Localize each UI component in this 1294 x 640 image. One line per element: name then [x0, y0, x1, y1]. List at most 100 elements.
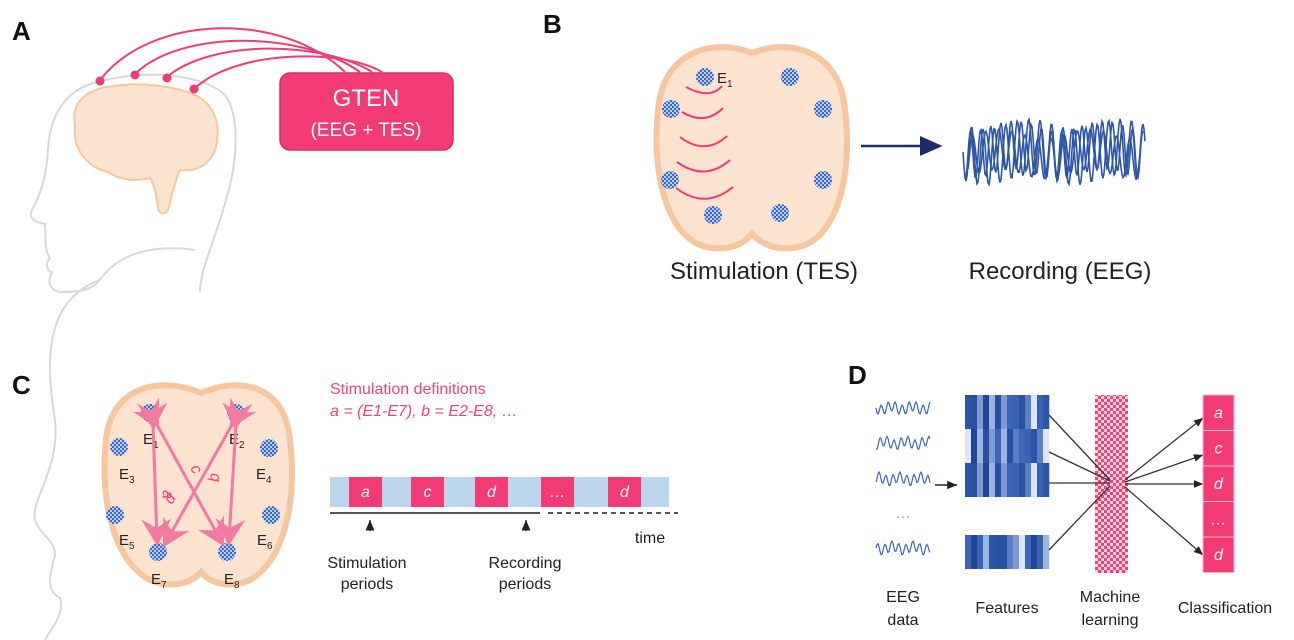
feature-cell — [989, 395, 996, 429]
arrow-e2-e8 — [215, 402, 253, 546]
timeline-cell-label: c — [424, 484, 432, 501]
feature-cell — [965, 395, 972, 429]
feature-cell — [1007, 395, 1014, 429]
electrode-b — [661, 171, 679, 189]
timeline-cell-box — [411, 477, 444, 507]
gten-box — [279, 72, 454, 151]
feature-cell — [1031, 429, 1038, 463]
panel-a-label: A — [12, 16, 31, 46]
feature-cell — [971, 395, 978, 429]
electrode-label-e1: E1 — [717, 70, 733, 90]
brain-top-view-b — [653, 44, 850, 252]
feature-cell — [1037, 535, 1044, 569]
feature-cell — [1031, 463, 1038, 497]
panel-b-label: B — [543, 9, 562, 39]
eeg-snippet — [875, 539, 931, 556]
connection-line — [1048, 414, 1111, 481]
class-cell-label: c — [1215, 441, 1223, 458]
wave-arc — [681, 107, 724, 119]
connection-line — [1124, 486, 1204, 556]
eeg-snippet — [875, 470, 931, 487]
feature-cell — [1037, 429, 1044, 463]
feature-cell — [1031, 395, 1038, 429]
feature-cell — [1001, 463, 1008, 497]
electrode-e8 — [218, 543, 236, 561]
stim-periods-label-1: Stimulation — [327, 555, 406, 572]
electrode-e5 — [106, 506, 124, 524]
feature-cell — [983, 535, 990, 569]
panel-d-label: D — [848, 360, 867, 390]
feature-cell — [977, 463, 984, 497]
feature-cell — [1043, 429, 1050, 463]
feature-cell — [1007, 535, 1014, 569]
head-profile — [29, 81, 101, 294]
electrode-b — [781, 68, 799, 86]
wave-arc — [685, 85, 723, 95]
electrode-dot — [189, 84, 199, 94]
electrode-label: E3 — [119, 466, 135, 486]
electrode-e7 — [149, 543, 167, 561]
feature-cell — [971, 463, 978, 497]
electrodes-b — [661, 68, 832, 224]
class-cell-label: d — [1214, 547, 1224, 564]
rec-periods-label-1: Recording — [489, 555, 562, 572]
stim-periods-label-2: periods — [341, 576, 393, 593]
wave-arc — [679, 135, 728, 148]
electrode-b — [814, 100, 832, 118]
panel-a: A GTEN (EEG + TES) — [12, 16, 454, 640]
feature-cell — [977, 429, 984, 463]
feature-cell — [1043, 535, 1050, 569]
class-cell-box — [1202, 536, 1235, 573]
class-cell: a — [1202, 394, 1235, 431]
feature-cell — [1001, 535, 1008, 569]
feature-cell — [995, 395, 1002, 429]
electrode-label: E7 — [151, 571, 167, 591]
class-cell-label: a — [1214, 405, 1223, 422]
class-cell-box — [1202, 394, 1235, 431]
wave-arc — [675, 186, 734, 200]
eeg-ellipsis: … — [895, 505, 911, 522]
timeline-cell-box — [475, 477, 508, 507]
feature-cell — [983, 463, 990, 497]
eeg-data-snippets — [875, 400, 931, 556]
electrode-e6 — [262, 506, 280, 524]
class-cell: d — [1202, 465, 1235, 502]
class-cell-label: d — [1214, 476, 1224, 493]
feature-cell — [1019, 429, 1026, 463]
caption-ml-2: learning — [1082, 612, 1139, 629]
connection-line — [1124, 454, 1204, 483]
ml-connections — [1048, 414, 1204, 556]
panel-c: C E1 E2 E3 E4 E5 E6 E7 E8 — [12, 370, 678, 593]
brain-hemispheres-b — [653, 44, 850, 252]
classification-column: acd…d — [1202, 394, 1235, 573]
panel-b: B E1 Stimulation (TES) — [543, 9, 1151, 285]
connection-line — [1048, 485, 1111, 551]
feature-cell — [1043, 463, 1050, 497]
feature-cell — [1019, 395, 1026, 429]
feature-cell — [1025, 395, 1032, 429]
electrode-b — [814, 171, 832, 189]
electrode-dot — [95, 76, 105, 86]
connection-line — [1048, 451, 1111, 482]
feature-cell — [965, 463, 972, 497]
recording-caption: Recording (EEG) — [969, 258, 1152, 285]
class-cell-box — [1202, 430, 1235, 467]
feature-cell — [1025, 535, 1032, 569]
electrode-e1 — [141, 404, 159, 422]
electrodes-a — [95, 70, 199, 94]
stimulation-waves — [675, 85, 734, 200]
timeline-cell: a — [349, 477, 382, 507]
feature-cell — [1013, 429, 1020, 463]
ml-model-block — [1095, 395, 1128, 573]
gten-subtitle: (EEG + TES) — [310, 120, 421, 141]
feature-cell — [995, 535, 1002, 569]
feature-cell — [1013, 463, 1020, 497]
feature-cell — [1001, 395, 1008, 429]
feature-cell — [1013, 395, 1020, 429]
stimulation-definitions-text: a = (E1-E7), b = E2-E8, … — [330, 403, 518, 420]
head-outline — [33, 247, 196, 640]
stimulation-definitions-title: Stimulation definitions — [330, 381, 486, 398]
timeline-cell-box — [608, 477, 641, 507]
